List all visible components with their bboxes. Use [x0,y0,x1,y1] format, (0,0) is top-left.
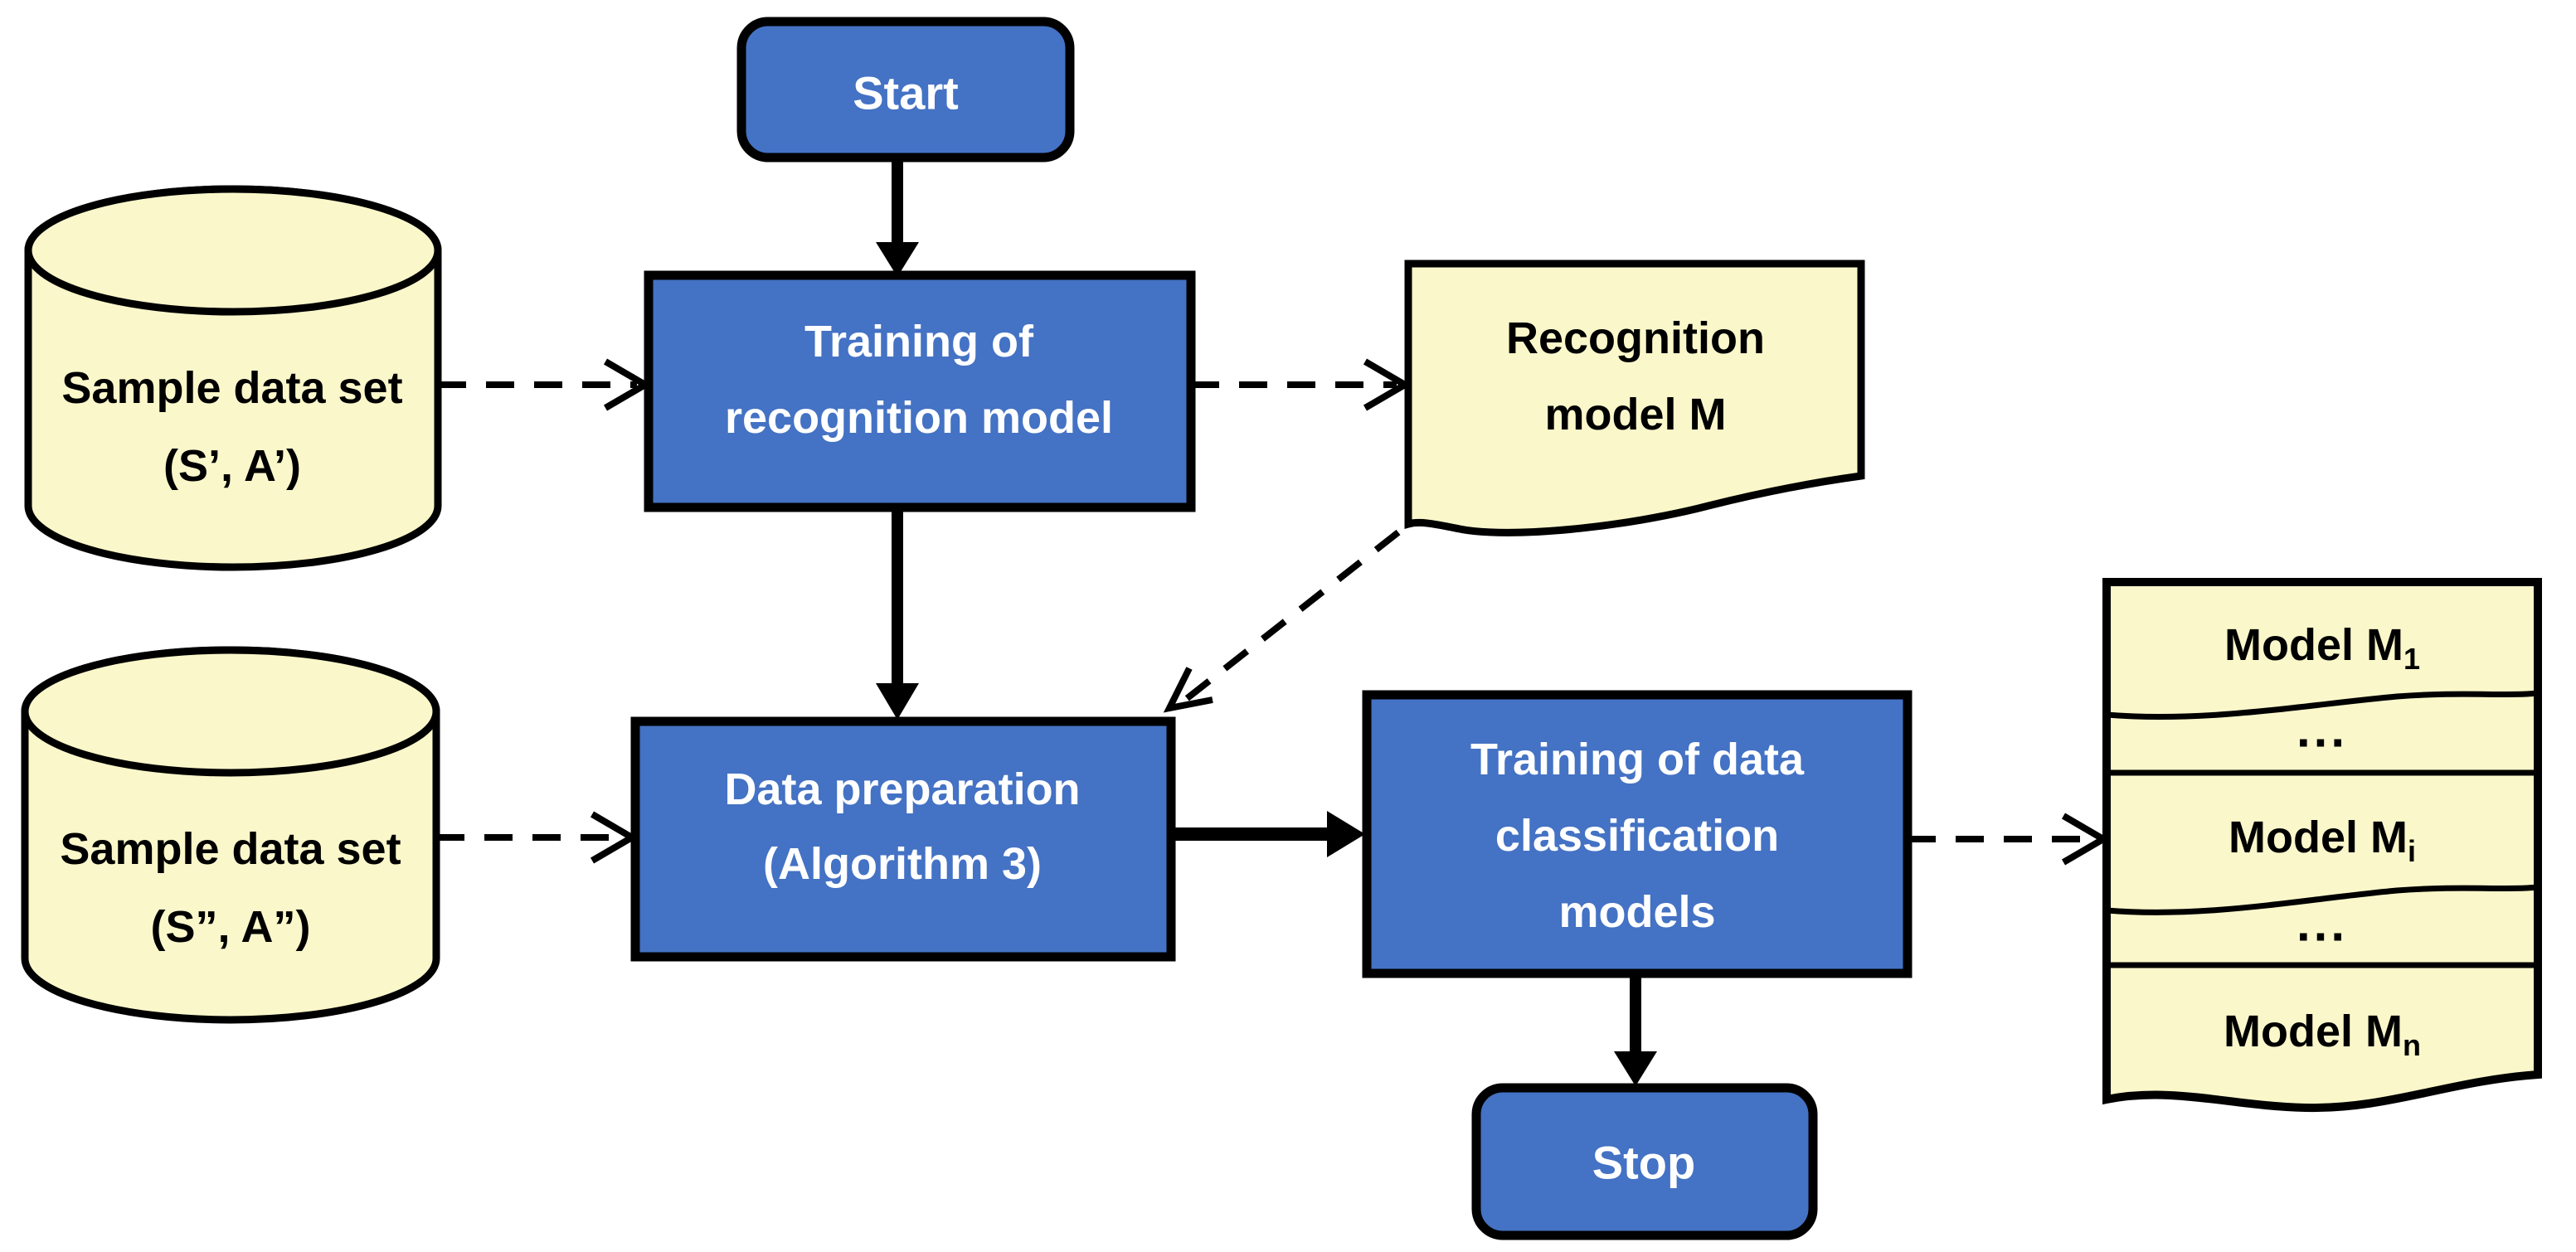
training-recognition-label-line2: recognition model [725,393,1113,443]
document-icon [1404,260,1865,536]
training-recognition-node: Training of recognition model [644,270,1196,512]
database-cylinder-top-icon [24,185,442,316]
model-stack-item-3: Model Mi [2228,813,2416,868]
model-stack-item-5: Model Mn [2224,1007,2421,1062]
edge-sample1-to-training [438,358,652,411]
edge-dataprep-to-classification [1171,811,1365,857]
edge-recognition-to-dataprep [1163,529,1401,713]
sample-data-set-2-node: Sample data set (S”, A”) [21,646,440,1024]
data-preparation-shape [630,716,1176,962]
database-cylinder-top-icon [21,646,440,777]
edge-training-to-dataprep [876,507,919,720]
model-stack-node: Model M1 ... Model Mi ... Model Mn [2102,578,2542,1113]
edge-classification-to-stack [1908,813,2110,866]
stack-separator-wave-1 [2106,690,2539,721]
stop-node-label: Stop [1592,1137,1695,1189]
sample-data-set-1-label-line1: Sample data set [61,363,402,413]
sample-data-set-1-node: Sample data set (S’, A’) [24,185,442,571]
model-stack-item-2: ... [2297,702,2348,758]
start-node-label: Start [853,67,959,119]
edge-sample2-to-dataprep [436,811,639,864]
sample-data-set-2-label-line2: (S”, A”) [151,902,311,952]
arrow-head-icon [603,358,652,411]
stop-node-shape [1471,1083,1818,1240]
arrow-head-icon [1614,1051,1657,1086]
arrow-head-icon [1327,811,1365,857]
edge-classification-to-stop [1614,973,1657,1086]
training-classification-shape [1362,690,1913,978]
training-classification-label-line3: models [1558,887,1715,937]
edge-start-to-training [876,159,919,277]
training-classification-node: Training of data classification models [1362,690,1913,978]
recognition-model-node: Recognition model M [1404,260,1865,536]
data-preparation-node: Data preparation (Algorithm 3) [630,716,1176,962]
arrow-line [1179,529,1401,706]
training-classification-label-line1: Training of data [1470,735,1805,784]
sample-data-set-2-label-line1: Sample data set [60,824,401,874]
model-stack-item-1-sub: 1 [2403,642,2420,676]
model-stack-item-1: Model M1 [2224,620,2420,676]
training-recognition-label-line1: Training of [804,317,1034,366]
arrow-head-icon [1163,667,1213,713]
start-node: Start [736,17,1075,163]
model-stack-item-3-base: Model M [2228,813,2408,862]
recognition-model-label-line2: model M [1544,390,1726,439]
model-stack-item-1-base: Model M [2224,620,2403,670]
data-preparation-label-line1: Data preparation [724,764,1080,814]
data-preparation-label-line2: (Algorithm 3) [763,839,1042,889]
edge-training-to-recognition [1191,358,1412,411]
arrow-head-icon [876,683,919,720]
model-stack-item-5-sub: n [2403,1028,2421,1062]
sample-data-set-1-label-line2: (S’, A’) [163,441,301,491]
model-stack-item-4: ... [2297,896,2348,952]
model-stack-item-5-base: Model M [2224,1007,2403,1056]
recognition-model-label-line1: Recognition [1506,313,1765,363]
training-classification-label-line2: classification [1495,811,1779,861]
model-stack-item-3-sub: i [2408,834,2416,868]
training-recognition-shape [644,270,1196,512]
stack-separator-wave-2 [2106,884,2539,915]
start-node-shape [736,17,1075,163]
stop-node: Stop [1471,1083,1818,1240]
arrow-head-icon [876,242,919,277]
